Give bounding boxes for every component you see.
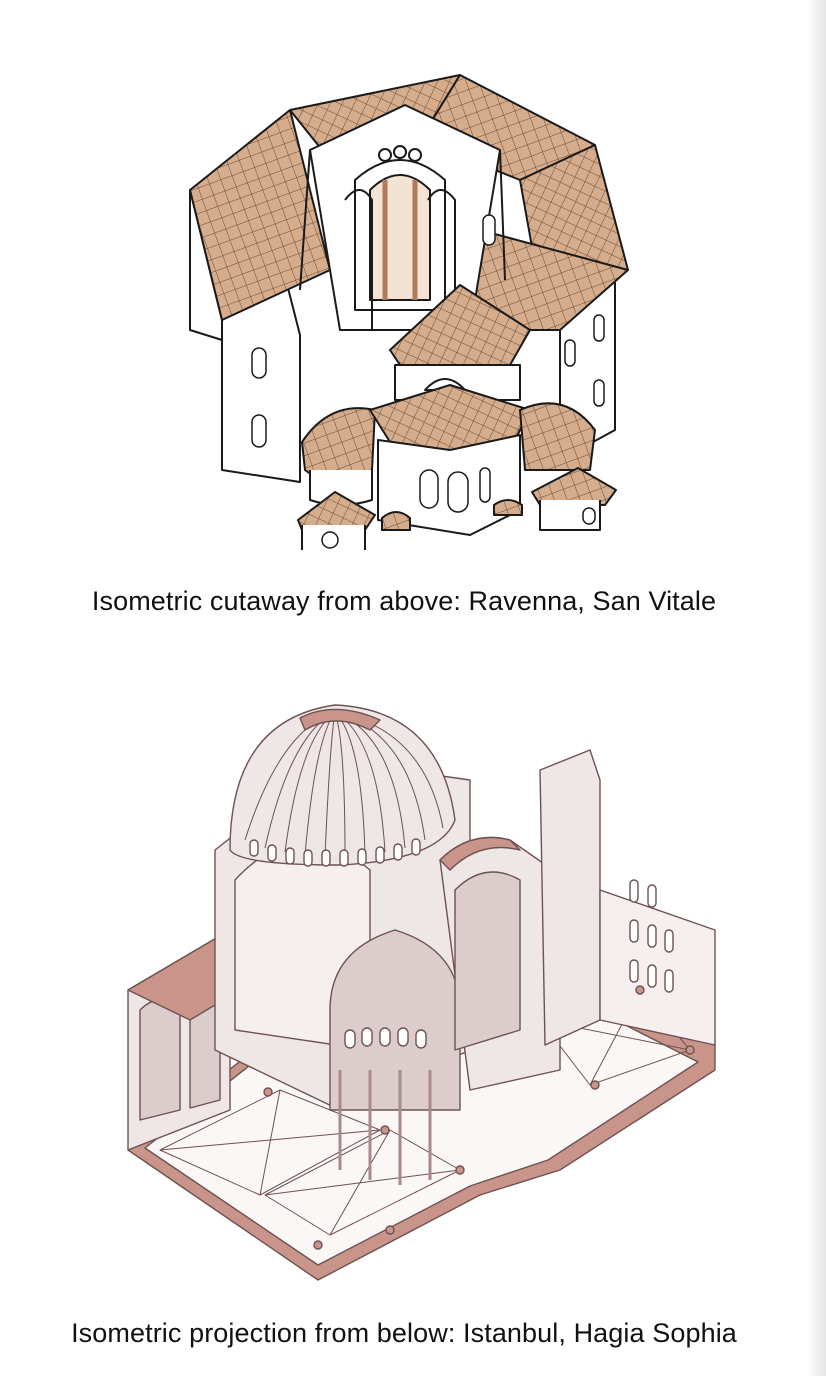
buttress-tower [539,749,601,1046]
scrollbar-track[interactable] [808,0,826,1376]
figure-san-vitale [0,30,808,550]
chapel-right-roof [519,402,596,471]
chapel-left-roof [301,407,376,481]
narthex-roof [389,284,531,366]
roof-left [189,109,331,321]
figure-hagia-sophia [0,690,808,1300]
figure-caption-hagia-sophia: Isometric projection from below: Istanbu… [71,1318,737,1348]
main-dome [229,704,456,866]
hagia-sophia-illustration [127,704,716,1281]
figure-caption-san-vitale: Isometric cutaway from above: Ravenna, S… [91,586,717,616]
san-vitale-illustration [189,74,629,550]
front-room-right-roof [531,467,617,506]
